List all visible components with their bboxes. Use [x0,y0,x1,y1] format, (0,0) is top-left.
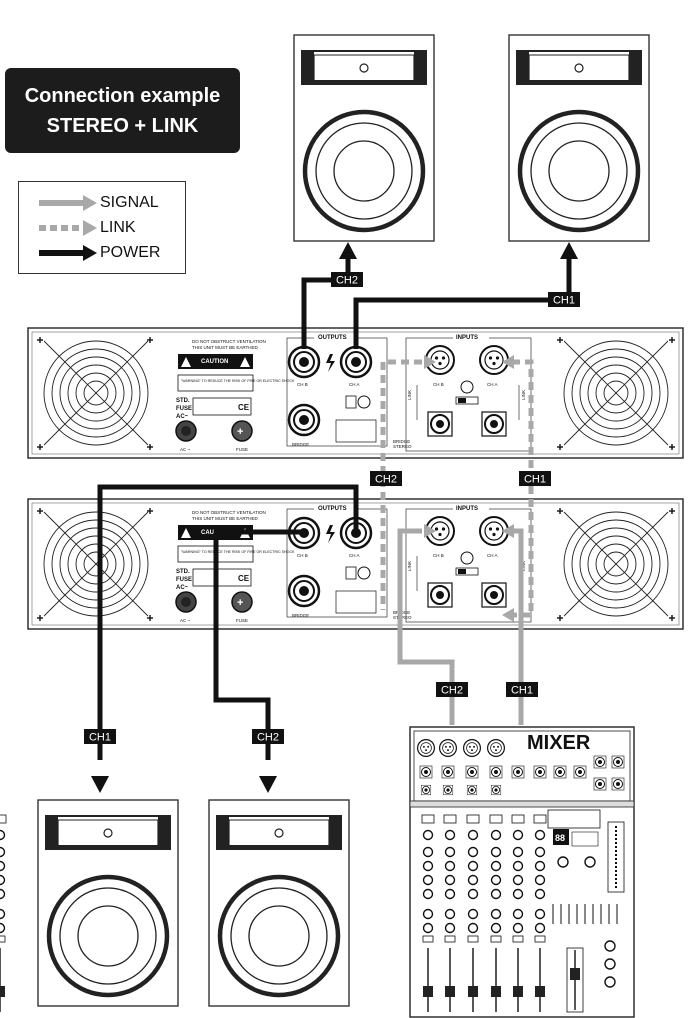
link-arrowheads [424,355,514,622]
cable-tag-mixer-ch1: CH1 [506,682,538,697]
title-box: Connection example STEREO + LINK [5,68,240,153]
svg-text:CH2: CH2 [375,474,397,486]
cable-tag-link-ch1: CH1 [519,471,551,486]
power-arrow-icon [39,245,97,261]
speaker-top-right [509,35,649,241]
speaker-top-left [294,35,434,241]
power-arrowheads [91,242,578,793]
svg-text:CH1: CH1 [524,474,546,486]
mixer-label: MIXER [527,732,591,754]
svg-text:CH2: CH2 [441,685,463,697]
amp1-warning-1: DO NOT OBSTRUCT VENTILATION [192,339,266,344]
amp1-inputs-label: INPUTS [456,335,478,341]
speaker-bottom-left [38,800,178,1006]
legend-label-signal: SIGNAL [100,194,159,211]
amp1-bridge-stereo-1: BRIDGE [393,439,410,444]
link-cables [380,359,534,618]
link-arrow-icon [39,220,97,236]
amp1-link-right: LINK [521,390,526,400]
legend-label-power: POWER [100,244,161,261]
mixer: MIXER [0,726,635,1018]
title-line-1: Connection example [24,84,221,107]
cable-tag-mixer-ch2: CH2 [436,682,468,697]
legend-item-signal: SIGNAL [19,192,185,216]
svg-text:CH1: CH1 [511,685,533,697]
title-line-2: STEREO + LINK [46,114,199,137]
amp1-out-cha: CH A [349,382,360,387]
speaker-bottom-right [209,800,349,1006]
mixer-graphic-eq [552,904,618,924]
amp1-ce: CE [238,403,250,412]
amp1-warning-2: THIS UNIT MUST BE EARTHED [192,345,259,350]
legend: SIGNAL LINK POWER [18,181,186,274]
power-cables [97,257,572,760]
svg-text:CH2: CH2 [257,732,279,744]
amp1-caution: CAUTION [201,359,228,365]
signal-arrow-icon [39,195,97,211]
amp1-in-chb: CH B [433,382,444,387]
amp1-bridge: BRIDGE [292,442,309,447]
amp1-link-left: LINK [407,390,412,400]
amp1-ac-label: AC ~ [180,447,191,452]
cable-tag-bottom-ch2: CH2 [252,729,284,744]
amp1-out-chb: CH B [297,382,308,387]
svg-text:+: + [237,426,243,438]
amp1-in-cha: CH A [487,382,498,387]
svg-text:CH1: CH1 [89,732,111,744]
svg-text:CH1: CH1 [553,295,575,307]
mixer-channel-strips [0,814,547,1013]
signal-arrowheads [424,524,514,538]
amp1-fuse-label: FUSE [236,447,248,452]
cable-tag-bottom-ch1: CH1 [84,729,116,744]
svg-text:CH2: CH2 [336,275,358,287]
amplifier-top: DO NOT OBSTRUCT VENTILATION THIS UNIT MU… [27,327,684,459]
legend-item-link: LINK [19,217,185,241]
amp1-ac: AC~ [176,414,189,420]
amp1-std: STD. [176,398,190,404]
cable-tag-top-ch2: CH2 [331,272,363,287]
legend-label-link: LINK [100,219,136,236]
cable-tag-link-ch2: CH2 [370,471,402,486]
legend-item-power: POWER [19,242,185,266]
cable-tag-top-ch1: CH1 [548,292,580,307]
amp1-fuse: FUSE [176,406,192,412]
amp1-bridge-stereo-2: STEREO [393,444,412,449]
amp1-warning-box: "WARNING" TO REDUCE THE RISK OF FIRE OR … [181,379,295,383]
svg-text:88: 88 [555,833,565,843]
amp1-outputs-label: OUTPUTS [318,335,347,341]
